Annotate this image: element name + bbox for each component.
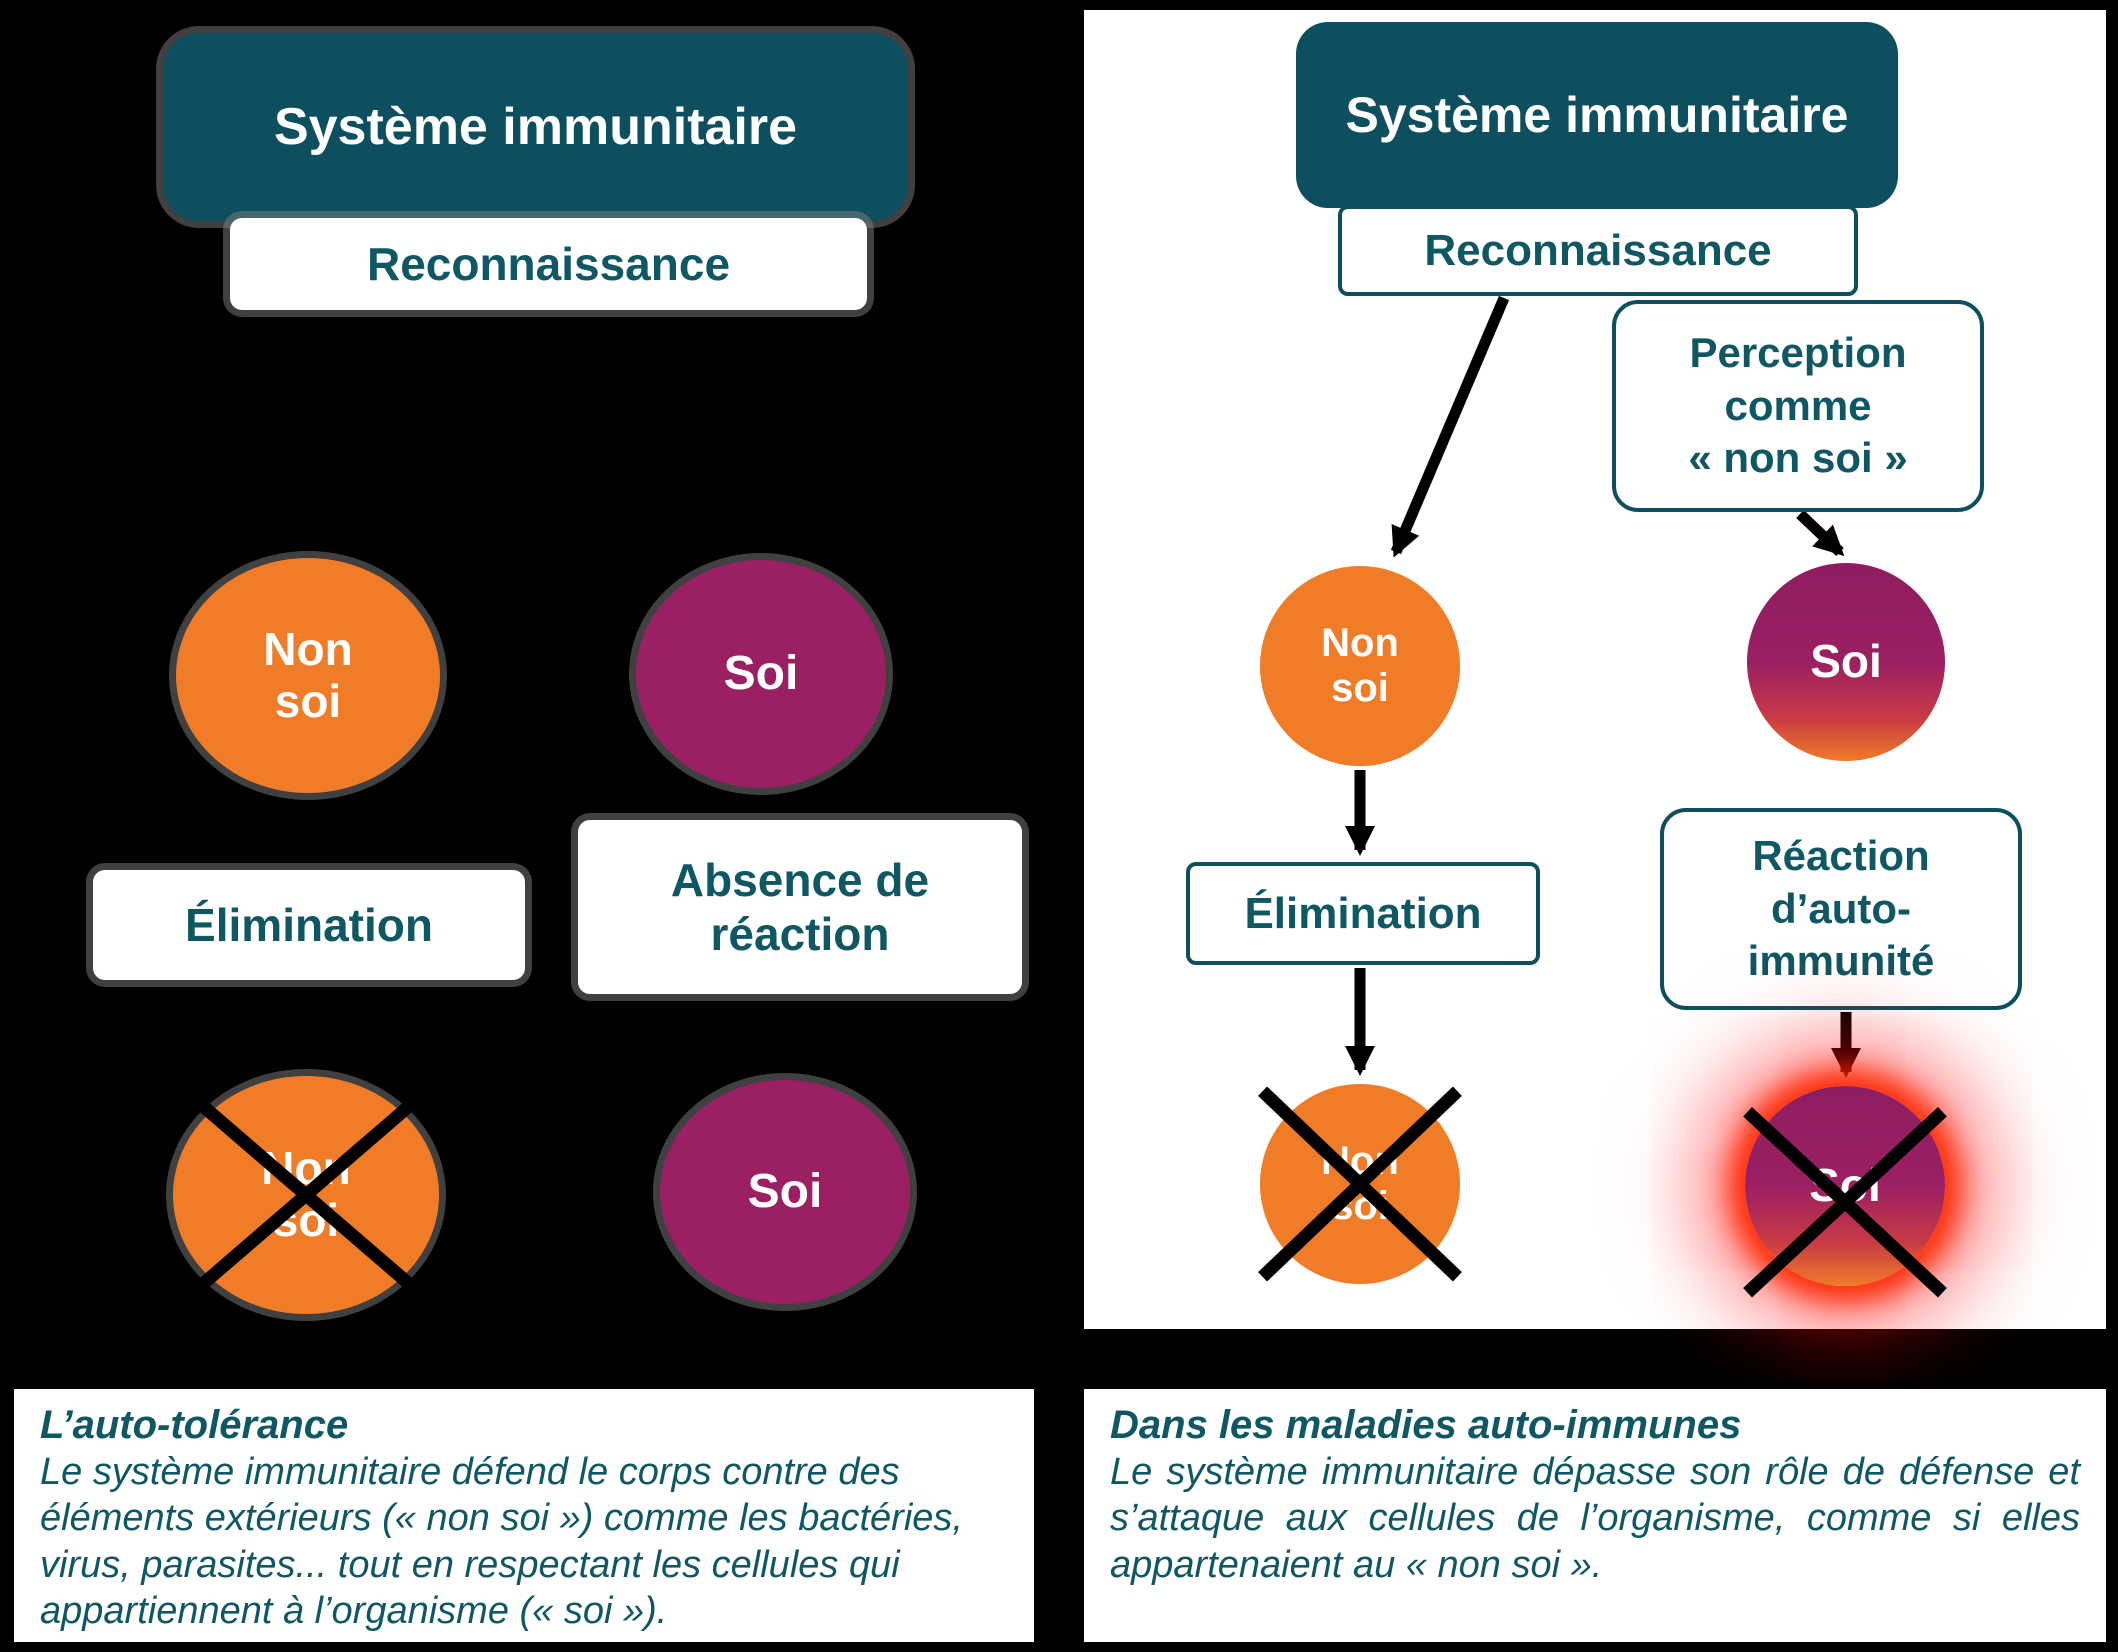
x-mark-icon xyxy=(157,1060,455,1330)
right-elimination-box: Élimination xyxy=(1186,862,1540,965)
left-absence-label: Absence de réaction xyxy=(670,854,930,960)
left-soi-circle: Soi xyxy=(636,560,886,788)
right-recognition-box: Reconnaissance xyxy=(1338,205,1858,296)
right-non-soi-eliminated-circle: Non soi xyxy=(1260,1084,1460,1284)
left-panel-auto-tolerance: Système immunitaire Reconnaissance Non s… xyxy=(8,8,1040,1335)
right-recognition-label: Reconnaissance xyxy=(1424,225,1772,275)
left-caption-body: Le système immunitaire défend le corps c… xyxy=(40,1451,963,1633)
right-non-soi-circle: Non soi xyxy=(1260,566,1460,766)
x-mark-icon xyxy=(1244,1068,1476,1300)
right-caption-box: Dans les maladies auto-immunes Le systèm… xyxy=(1078,1383,2112,1648)
right-reaction-label: Réaction d’auto- immunité xyxy=(1747,832,1935,985)
left-title-box: Système immunitaire xyxy=(163,33,908,221)
arrow-recon-to-nonsoi xyxy=(317,312,414,549)
right-panel-auto-immune: Système immunitaire Reconnaissance Perce… xyxy=(1078,4,2112,1335)
left-title: Système immunitaire xyxy=(273,98,798,156)
left-caption-title: L’auto-tolérance xyxy=(40,1403,349,1447)
x-mark-icon xyxy=(1729,1070,1961,1302)
right-elimination-label: Élimination xyxy=(1244,888,1482,938)
right-title: Système immunitaire xyxy=(1345,87,1849,143)
left-non-soi-circle: Non soi xyxy=(176,558,440,793)
left-elimination-box: Élimination xyxy=(93,870,525,980)
right-caption-title: Dans les maladies auto-immunes xyxy=(1110,1403,1742,1447)
arrow-recon-to-soi xyxy=(692,312,760,549)
left-elimination-label: Élimination xyxy=(185,899,433,951)
left-soi-preserved-label: Soi xyxy=(747,1165,823,1219)
right-soi-attacked-circle: Soi xyxy=(1745,1086,1945,1286)
left-absence-box: Absence de réaction xyxy=(578,820,1022,994)
right-title-box: Système immunitaire xyxy=(1296,22,1898,208)
left-recognition-label: Reconnaissance xyxy=(366,238,731,290)
right-soi-circle: Soi xyxy=(1747,563,1945,761)
right-perception-label: Perception comme « non soi » xyxy=(1688,329,1908,482)
left-non-soi-eliminated-circle: Non soi xyxy=(173,1076,439,1314)
left-recognition-box: Reconnaissance xyxy=(230,218,867,310)
right-caption-body: Le système immunitaire dépasse son rôle … xyxy=(1110,1451,2080,1586)
left-non-soi-label: Non soi xyxy=(263,622,353,727)
right-perception-box: Perception comme « non soi » xyxy=(1612,300,1984,512)
right-soi-label: Soi xyxy=(1810,635,1882,688)
arrow-perception-to-soi xyxy=(1796,510,1845,557)
left-caption-box: L’auto-tolérance Le système immunitaire … xyxy=(8,1383,1040,1648)
right-reaction-box: Réaction d’auto- immunité xyxy=(1660,808,2022,1010)
right-non-soi-label: Non soi xyxy=(1321,621,1399,710)
left-soi-preserved-circle: Soi xyxy=(660,1080,910,1304)
left-soi-label: Soi xyxy=(723,647,799,701)
arrow-recon-to-nonsoi xyxy=(1390,295,1510,558)
